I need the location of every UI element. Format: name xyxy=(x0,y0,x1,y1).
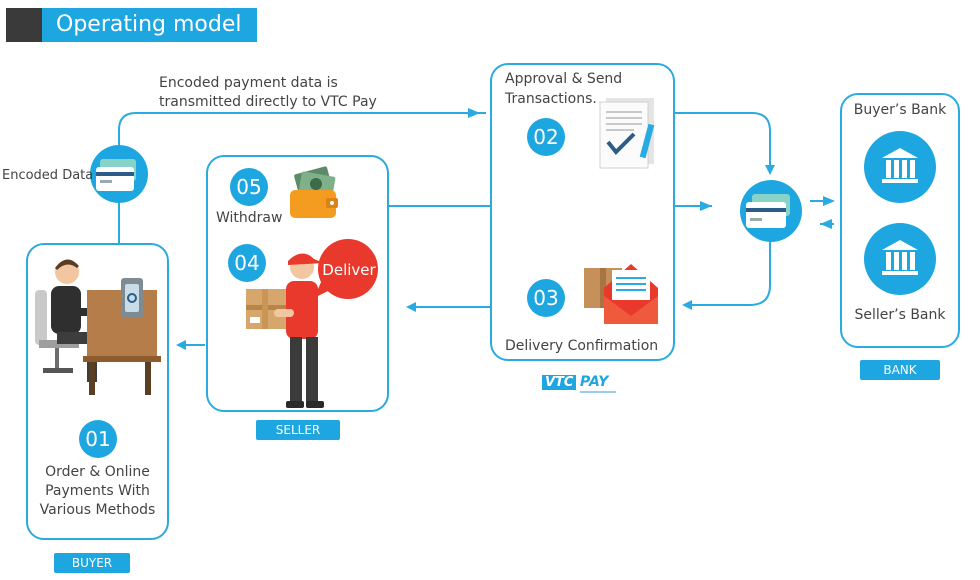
buyers-bank-icon xyxy=(882,148,918,183)
bank-tag: BANK xyxy=(860,360,940,380)
deliver-step-number: 04 xyxy=(228,244,266,282)
vtcpay-logo: VTC PAY xyxy=(542,373,622,395)
delivery-confirmation-label: Delivery Confirmation xyxy=(505,338,659,354)
deliver-bubble-text: Deliver xyxy=(322,261,376,279)
buyer-tag: BUYER xyxy=(54,553,130,573)
approval-line1: Approval & Send xyxy=(505,71,623,87)
encoded-note-line1: Encoded payment data is xyxy=(159,75,338,91)
sellers-bank-label: Seller’s Bank xyxy=(854,307,946,323)
withdraw-label: Withdraw xyxy=(216,210,283,226)
wallet-icon xyxy=(290,166,338,218)
seller-tag: SELLER xyxy=(256,420,340,440)
vtcpay-logo-right: PAY xyxy=(580,374,609,390)
withdraw-step-number: 05 xyxy=(230,168,268,206)
page-title: Operating model xyxy=(42,8,257,42)
sellers-bank-icon xyxy=(882,240,918,275)
vtcpay-logo-left: VTC xyxy=(542,375,577,390)
encoded-data-label: Encoded Data xyxy=(2,168,94,183)
buyer-text-line3: Various Methods xyxy=(39,502,156,518)
approval-line2: Transactions. xyxy=(505,91,597,107)
vtcpay-logo-swoosh xyxy=(580,391,616,393)
document-check-icon xyxy=(599,98,655,169)
buyer-text-line2: Payments With xyxy=(45,483,150,499)
encoded-note-line2: transmitted directly to VTC Pay xyxy=(159,94,377,110)
delivery-person-illustration xyxy=(246,253,324,408)
envelope-package-icon xyxy=(584,264,658,324)
buyers-bank-circle xyxy=(864,131,936,203)
delivery-step-number: 03 xyxy=(527,279,565,317)
buyer-text-line1: Order & Online xyxy=(45,464,150,480)
sellers-bank-circle xyxy=(864,223,936,295)
deliver-speech-bubble xyxy=(314,239,378,299)
approval-step-number: 02 xyxy=(527,118,565,156)
buyers-bank-label: Buyer’s Bank xyxy=(853,102,947,118)
header-dark-block xyxy=(6,8,42,42)
encoded-card-icon xyxy=(90,145,148,203)
buyer-step-number: 01 xyxy=(79,420,117,458)
bank-transfer-card-icon xyxy=(740,180,802,242)
buyer-illustration xyxy=(35,259,161,395)
